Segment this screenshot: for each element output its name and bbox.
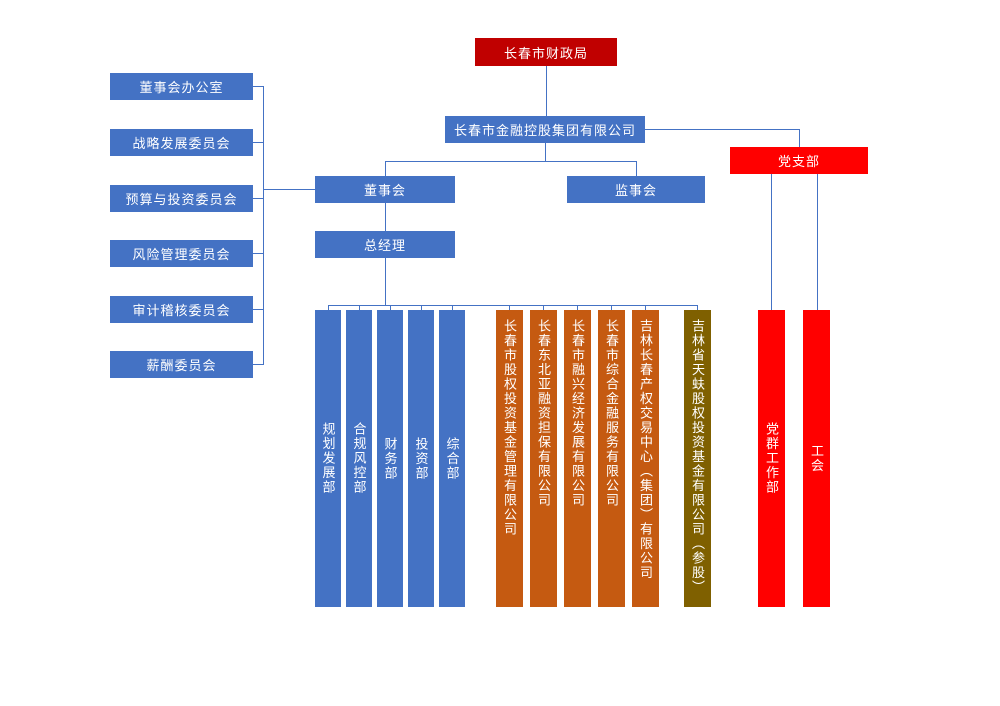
node-label: 合规风控部 [351, 422, 367, 495]
node-label: 长春东北亚融资担保有限公司 [536, 319, 551, 508]
node-party-department: 工会 [803, 310, 830, 607]
node-label: 长春市综合金融服务有限公司 [604, 319, 619, 508]
connector-line [799, 129, 800, 147]
connector-line [328, 305, 698, 306]
node-label: 党群工作部 [764, 422, 779, 495]
node-department: 投资部 [408, 310, 434, 607]
connector-line [359, 305, 360, 311]
connector-line [645, 129, 799, 130]
node-label: 投资部 [413, 436, 429, 481]
node-participating-company: 吉林省天蚨股权投资基金有限公司（参股） [684, 310, 711, 607]
connector-line [421, 305, 422, 311]
connector-line [253, 364, 263, 365]
node-group-company: 长春市金融控股集团有限公司 [445, 116, 645, 143]
node-party-department: 党群工作部 [758, 310, 785, 607]
node-party-branch: 党支部 [730, 147, 868, 174]
node-subsidiary: 长春东北亚融资担保有限公司 [530, 310, 557, 607]
connector-line [509, 305, 510, 311]
connector-line [253, 86, 263, 87]
connector-line [452, 305, 453, 311]
connector-line [611, 305, 612, 311]
node-department: 规划发展部 [315, 310, 341, 607]
connector-line [385, 203, 386, 231]
node-label: 规划发展部 [320, 422, 336, 495]
node-department: 综合部 [439, 310, 465, 607]
node-label: 长春市融兴经济发展有限公司 [570, 319, 585, 508]
node-board-of-directors: 董事会 [315, 176, 455, 203]
connector-line [817, 174, 818, 310]
node-department: 合规风控部 [346, 310, 372, 607]
node-committee: 战略发展委员会 [110, 129, 253, 156]
node-label: 吉林省天蚨股权投资基金有限公司（参股） [690, 319, 705, 595]
connector-line [253, 309, 263, 310]
node-committee: 薪酬委员会 [110, 351, 253, 378]
node-label: 财务部 [382, 436, 398, 481]
connector-line [697, 305, 698, 311]
connector-line [253, 253, 263, 254]
node-label: 工会 [809, 444, 824, 473]
connector-line [263, 189, 315, 190]
connector-line [385, 258, 386, 305]
connector-line [577, 305, 578, 311]
node-committee: 风险管理委员会 [110, 240, 253, 267]
node-committee: 董事会办公室 [110, 73, 253, 100]
node-supervisory-board: 监事会 [567, 176, 705, 203]
node-label: 长春市股权投资基金管理有限公司 [502, 319, 517, 537]
connector-line [253, 142, 263, 143]
node-finance-bureau: 长春市财政局 [475, 38, 617, 66]
node-subsidiary: 吉林长春产权交易中心（集团）有限公司 [632, 310, 659, 607]
connector-line [385, 161, 386, 176]
node-subsidiary: 长春市融兴经济发展有限公司 [564, 310, 591, 607]
connector-line [263, 86, 264, 365]
connector-line [253, 198, 263, 199]
node-label: 综合部 [444, 436, 460, 481]
node-department: 财务部 [377, 310, 403, 607]
node-subsidiary: 长春市综合金融服务有限公司 [598, 310, 625, 607]
connector-line [390, 305, 391, 311]
connector-line [546, 66, 547, 116]
connector-line [771, 174, 772, 310]
connector-line [328, 305, 329, 311]
connector-line [543, 305, 544, 311]
connector-line [385, 161, 637, 162]
connector-line [645, 305, 646, 311]
node-committee: 审计稽核委员会 [110, 296, 253, 323]
node-committee: 预算与投资委员会 [110, 185, 253, 212]
connector-line [636, 161, 637, 176]
node-subsidiary: 长春市股权投资基金管理有限公司 [496, 310, 523, 607]
connector-line [545, 143, 546, 161]
node-label: 吉林长春产权交易中心（集团）有限公司 [638, 319, 653, 580]
node-general-manager: 总经理 [315, 231, 455, 258]
